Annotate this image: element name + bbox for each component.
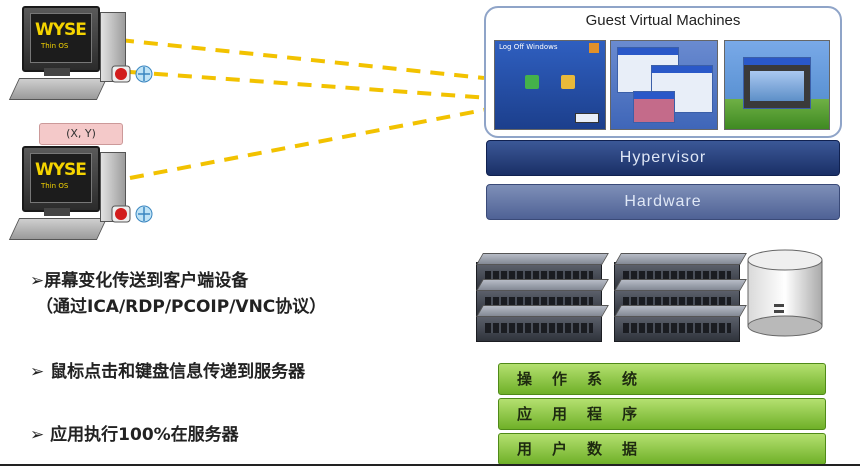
connection-line-top <box>119 38 485 80</box>
stack-user-data: 用户数据 <box>498 433 826 465</box>
thin-client-terminal-1: WYSE Thin OS <box>8 6 154 116</box>
mouse-icon <box>111 205 131 223</box>
keyboard-icon <box>8 218 108 240</box>
network-icon <box>135 65 153 83</box>
mouse-coordinates-badge: (X, Y) <box>39 123 123 145</box>
stack-applications: 应用程序 <box>498 398 826 430</box>
network-icon <box>135 205 153 223</box>
mouse-icon <box>111 65 131 83</box>
cancel-button-icon <box>575 113 599 123</box>
brand-logo: WYSE <box>35 20 87 40</box>
vm-screenshot-2 <box>610 40 718 130</box>
bullet-protocols: （通过ICA/RDP/PCOIP/VNC协议） <box>36 297 327 317</box>
brand-logo: WYSE <box>35 160 87 180</box>
vm-screenshot-1: Log Off Windows <box>494 40 606 130</box>
connection-line-bottom <box>129 106 495 180</box>
storage-disk-icon <box>747 249 823 337</box>
guest-virtual-machines-panel: Guest Virtual Machines Log Off Windows <box>484 6 842 138</box>
bullet-screen-updates: ➢屏幕变化传送到客户端设备 <box>30 271 249 291</box>
hypervisor-layer: Hypervisor <box>486 140 840 176</box>
keyboard-icon <box>8 78 108 100</box>
vm1-window-title: Log Off Windows <box>499 43 558 51</box>
monitor-icon: WYSE Thin OS <box>22 146 100 212</box>
bullet-app-on-server: ➢ 应用执行100%在服务器 <box>30 425 239 445</box>
brand-sub: Thin OS <box>41 182 69 190</box>
connection-line-mid <box>129 70 491 100</box>
guest-vm-title: Guest Virtual Machines <box>585 12 741 29</box>
logoff-icon <box>525 75 539 89</box>
vm-screenshot-3 <box>724 40 830 130</box>
brand-sub: Thin OS <box>41 42 69 50</box>
bottom-divider <box>0 464 860 466</box>
bullet-input-to-server: ➢ 鼠标点击和键盘信息传递到服务器 <box>30 362 306 382</box>
thin-client-terminal-2: WYSE Thin OS <box>8 146 154 256</box>
switch-user-icon <box>561 75 575 89</box>
monitor-icon: WYSE Thin OS <box>22 6 100 72</box>
windows-logo-icon <box>589 43 599 53</box>
stack-operating-system: 操作系统 <box>498 363 826 395</box>
hardware-layer: Hardware <box>486 184 840 220</box>
